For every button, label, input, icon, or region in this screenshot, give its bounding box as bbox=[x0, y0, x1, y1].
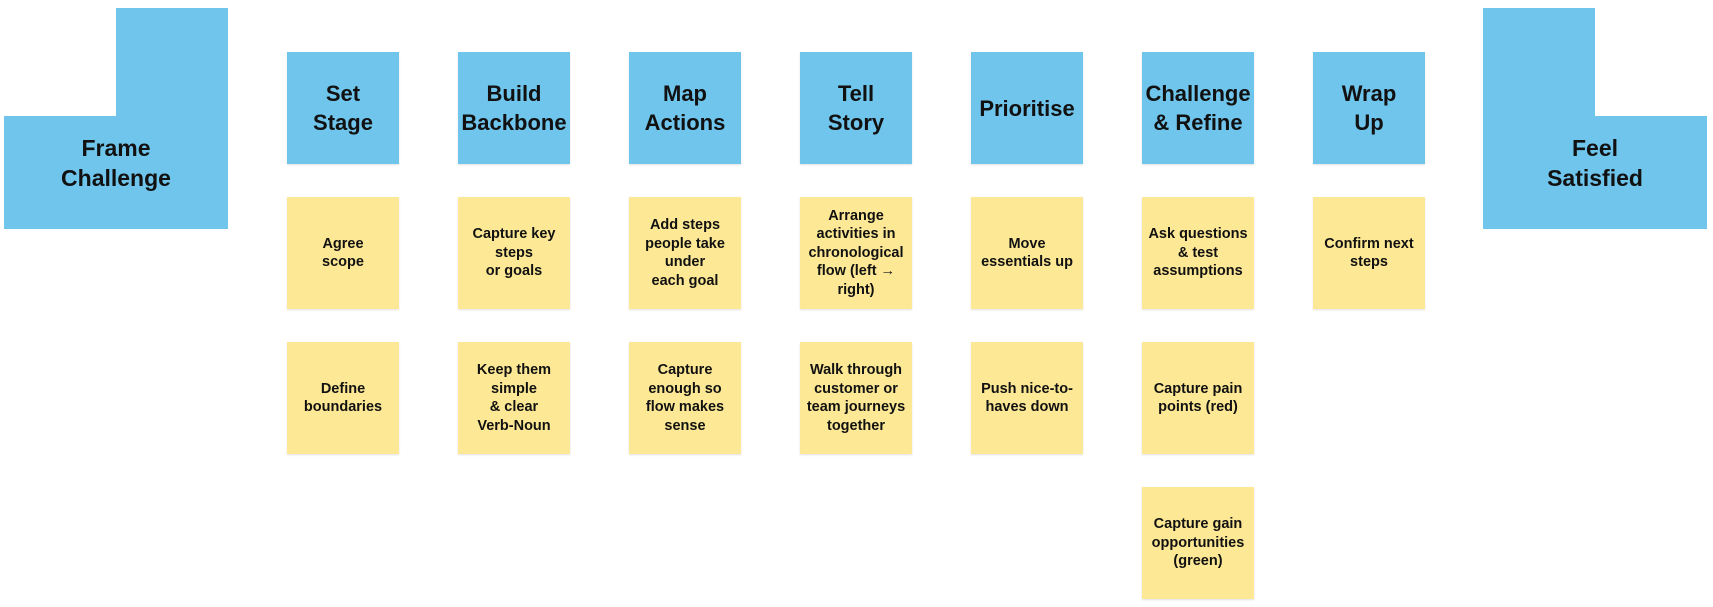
task-note-agree-scope: Agree scope bbox=[287, 197, 399, 309]
task-note-arrange-activities: Arrange activities in chronological flow… bbox=[800, 197, 912, 309]
task-note-capture-enough: Capture enough so flow makes sense bbox=[629, 342, 741, 454]
task-note-capture-gain-opportunities: Capture gain opportunities (green) bbox=[1142, 487, 1254, 599]
column-header-set-stage: Set Stage bbox=[287, 52, 399, 164]
task-note-confirm-next-steps: Confirm next steps bbox=[1313, 197, 1425, 309]
task-note-add-steps: Add steps people take under each goal bbox=[629, 197, 741, 309]
column-header-build-backbone: Build Backbone bbox=[458, 52, 570, 164]
task-note-keep-simple: Keep them simple & clear Verb-Noun bbox=[458, 342, 570, 454]
task-note-move-essentials: Move essentials up bbox=[971, 197, 1083, 309]
start-label: Frame Challenge bbox=[61, 135, 171, 191]
column-header-challenge-refine: Challenge & Refine bbox=[1142, 52, 1254, 164]
task-note-walk-through: Walk through customer or team journeys t… bbox=[800, 342, 912, 454]
end-shape: Feel Satisfied bbox=[1483, 8, 1707, 230]
end-shape-graphic bbox=[1483, 8, 1707, 229]
column-header-tell-story: Tell Story bbox=[800, 52, 912, 164]
end-label: Feel Satisfied bbox=[1547, 135, 1643, 191]
task-note-define-boundaries: Define boundaries bbox=[287, 342, 399, 454]
task-note-capture-pain-points: Capture pain points (red) bbox=[1142, 342, 1254, 454]
column-header-wrap-up: Wrap Up bbox=[1313, 52, 1425, 164]
start-shape-graphic bbox=[4, 8, 228, 229]
column-header-prioritise: Prioritise bbox=[971, 52, 1083, 164]
task-note-ask-questions: Ask questions & test assumptions bbox=[1142, 197, 1254, 309]
task-note-push-nice-to-haves: Push nice-to- haves down bbox=[971, 342, 1083, 454]
start-shape: Frame Challenge bbox=[4, 8, 228, 230]
task-note-capture-key-steps: Capture key steps or goals bbox=[458, 197, 570, 309]
column-header-map-actions: Map Actions bbox=[629, 52, 741, 164]
